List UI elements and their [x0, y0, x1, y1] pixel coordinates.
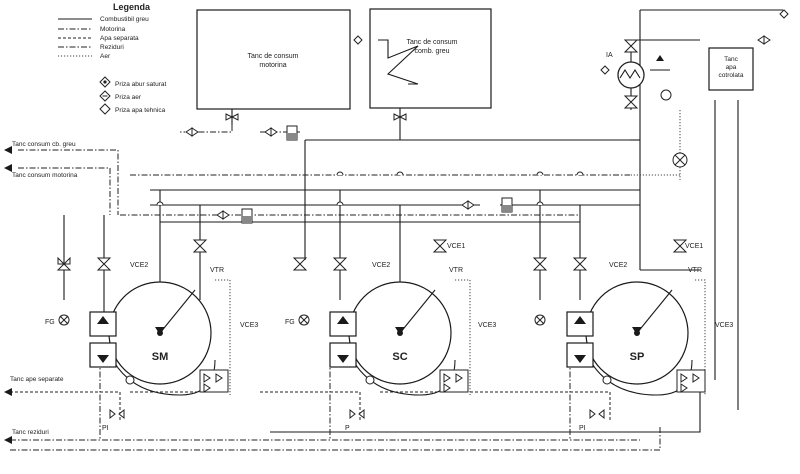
separator-sm-label: SM — [152, 351, 169, 363]
legend-label-priza-aer: Priza aer — [115, 94, 142, 101]
legend-label-aer: Aer — [100, 53, 111, 60]
fg-gauges — [58, 152, 688, 326]
legend-label-priza-apa: Priza apa tehnica — [115, 107, 166, 114]
outlet-motorina-label: Tanc consum motorina — [12, 172, 78, 179]
tag-vce1-sp: VCE1 — [685, 243, 703, 250]
outlet-labels: Tanc consum cb. greu Tanc consum motorin… — [10, 141, 78, 436]
tag-vce3-sc: VCE3 — [478, 322, 496, 329]
heater-ia — [353, 9, 789, 109]
legend-label-motorina: Motorina — [100, 26, 126, 33]
tag-vce2-sm: VCE2 — [130, 262, 148, 269]
tag-vce3-sm: VCE3 — [240, 322, 258, 329]
legend-title: Legenda — [113, 2, 151, 12]
tank-apa-label-3: cotrolata — [719, 72, 744, 79]
instrument-tags: VCE2 VTR VCE3 FG PI VCE1 VCE2 VTR VCE3 F… — [45, 52, 733, 432]
tank-greu-valve — [393, 108, 407, 140]
gate-valves — [56, 35, 771, 271]
outlet-reziduri-label: Tanc reziduri — [12, 429, 49, 436]
legend-label-reziduri: Reziduri — [100, 44, 124, 51]
outlet-apa-separata-label: Tanc ape separate — [10, 376, 64, 383]
tag-fg-sc: FG — [285, 319, 295, 326]
separator-sp-label: SP — [630, 351, 645, 363]
pump-sets — [89, 311, 594, 368]
legend-label-priza-abur: Priza abur saturat — [115, 81, 166, 88]
tag-pi-sm: PI — [102, 425, 109, 432]
tag-vce1-sc: VCE1 — [447, 243, 465, 250]
tank-greu-label-1: Tanc de consum — [407, 39, 458, 46]
tag-vtr-sm: VTR — [210, 267, 224, 274]
tag-ia: IA — [606, 52, 613, 59]
tank-apa-label-1: Tanc — [724, 56, 738, 63]
tag-vce2-sp: VCE2 — [609, 262, 627, 269]
outlet-arrows — [4, 55, 664, 444]
heating-coil — [378, 39, 419, 85]
steam-tap-icon — [99, 76, 111, 88]
separator-sc-label: SC — [392, 351, 407, 363]
separator-sm: SM — [108, 281, 216, 396]
tank-apa-controlata: Tanc apa cotrolata — [708, 47, 754, 91]
tank-combustibil-greu: Tanc de consum comb. greu — [369, 8, 492, 109]
outlet-cb-greu-label: Tanc consum cb. greu — [12, 141, 76, 148]
tank-motorina: Tanc de consum motorina — [196, 9, 351, 110]
tank-motorina-label-2: motorina — [259, 62, 286, 69]
strainers — [241, 125, 513, 224]
tag-vtr-sp: VTR — [688, 267, 702, 274]
tank-greu-label-2: comb. greu — [414, 48, 449, 55]
legend-label-combustibil-greu: Combustibil greu — [100, 16, 149, 23]
tag-fg-sm: FG — [45, 319, 55, 326]
tag-vce3-sp: VCE3 — [715, 322, 733, 329]
tag-vce2-sc: VCE2 — [372, 262, 390, 269]
tank-apa-label-2: apa — [726, 64, 737, 71]
vce3-valve-blocks — [199, 369, 706, 393]
water-tap-icon — [99, 103, 111, 115]
tag-p-sc: P — [345, 425, 350, 432]
legend-label-apa-separata: Apa separata — [100, 35, 139, 42]
separator-sp: SP — [585, 281, 693, 396]
air-tap-icon — [99, 90, 111, 102]
bottom-instruments — [109, 375, 612, 420]
separator-sc: SC — [348, 281, 456, 396]
tank-motorina-valve — [225, 109, 239, 125]
legend: Legenda Combustibil greu Motorina Apa se… — [58, 2, 166, 115]
tank-motorina-label-1: Tanc de consum — [248, 53, 299, 60]
tag-vtr-sc: VTR — [449, 267, 463, 274]
pipe-crossings — [156, 171, 584, 206]
tag-pi-sp: PI — [579, 425, 586, 432]
